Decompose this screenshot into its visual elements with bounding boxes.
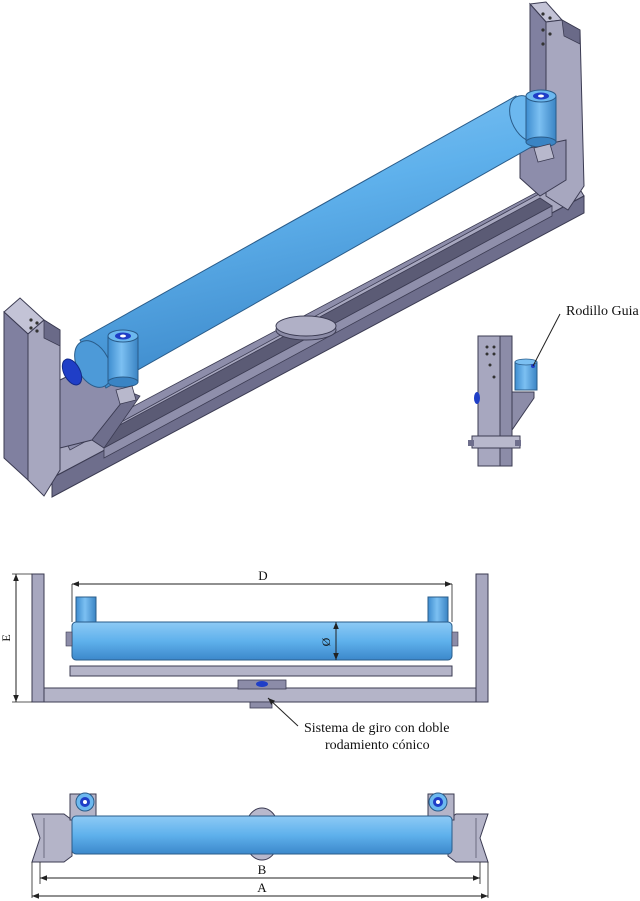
front-right-guide-roller [427,596,449,624]
dimension-b-label: B [258,862,267,877]
dimension-a-label: A [257,880,267,895]
dimension-diameter-label: Ø [319,637,333,646]
side-view: Rodillo Guia [468,304,640,467]
front-pivot [237,679,287,709]
side-guide-roller [514,358,538,391]
pivot-disk [275,315,337,341]
top-left-guide-roller [75,792,95,812]
dimension-e-label: E [0,634,13,641]
pivot-label-line2: rodamiento cónico [325,738,430,753]
isometric-view [3,1,585,498]
top-main-roller [71,815,453,855]
dimension-d-label: D [258,568,267,583]
left-bracket [3,297,141,497]
front-left-guide-roller [75,596,97,624]
top-view: B A [31,792,489,899]
left-guide-roller [107,329,139,405]
right-guide-roller [525,89,557,163]
guide-roller-label: Rodillo Guia [566,304,640,319]
top-right-guide-roller [428,792,448,812]
main-roller [61,95,547,389]
front-main-roller [71,621,453,661]
front-view: D E Ø Sistema de giro con doble rodamien… [0,568,489,753]
pivot-label-line1: Sistema de giro con doble [304,721,449,736]
